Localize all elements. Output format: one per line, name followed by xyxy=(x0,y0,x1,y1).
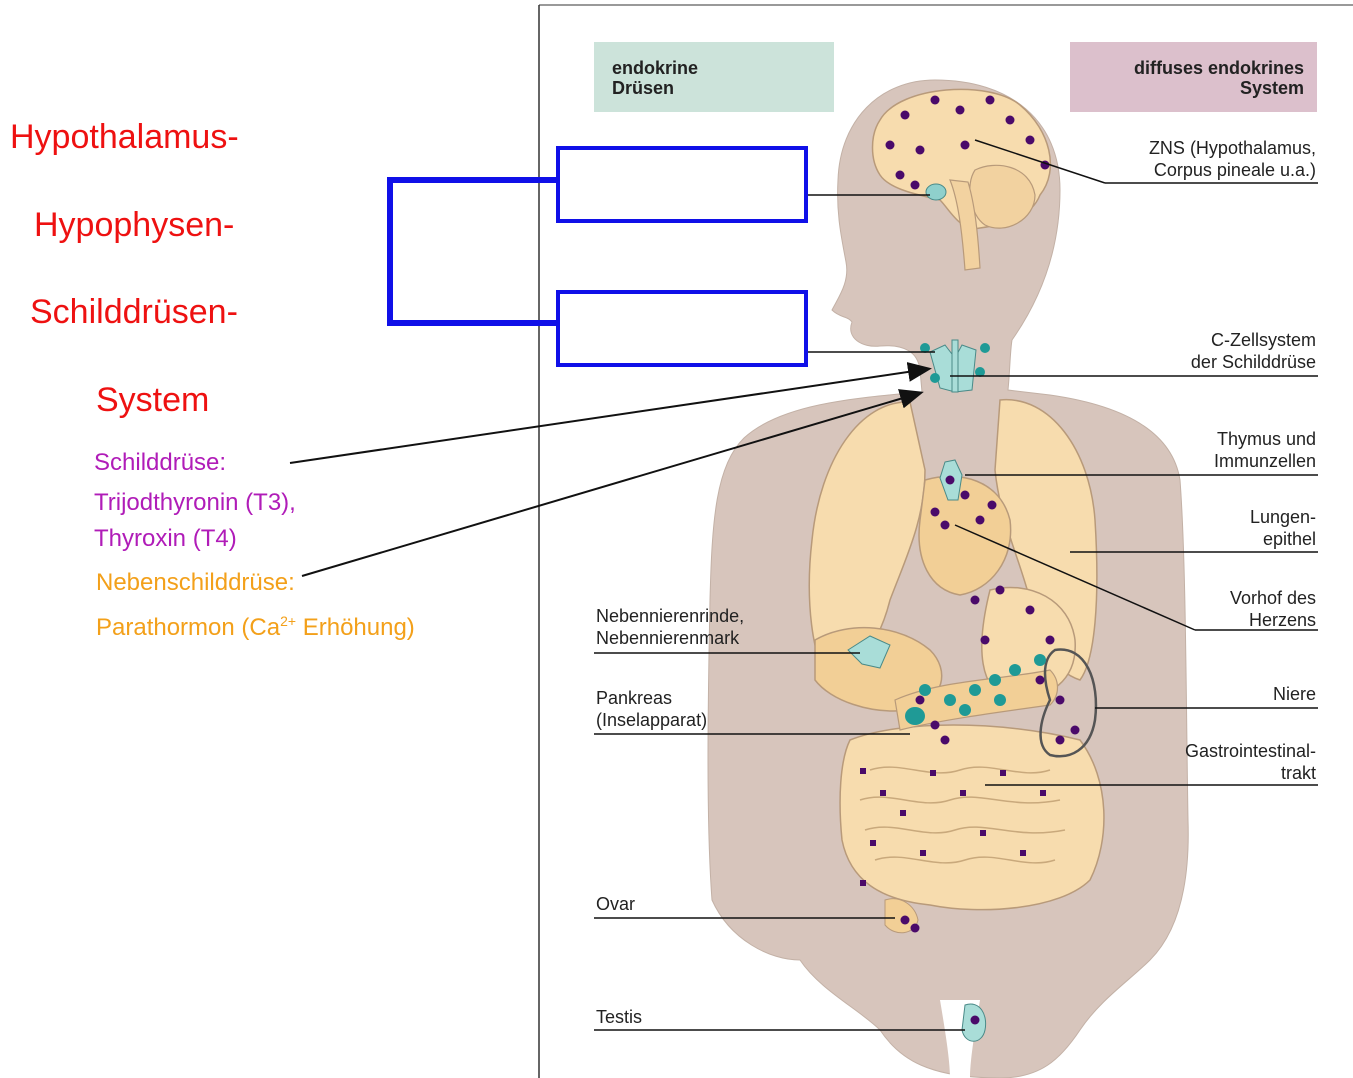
schilddruese-t4: Thyroxin (T4) xyxy=(94,522,237,556)
header-endocrine-line1: endokrine xyxy=(612,58,698,78)
label-lungenepithel-line1: Lungen- xyxy=(1060,506,1316,528)
label-nebenniere-line1: Nebennierenrinde, xyxy=(596,605,744,627)
label-lungenepithel-line2: epithel xyxy=(1060,528,1316,550)
label-zns-line2: Corpus pineale u.a.) xyxy=(1060,159,1316,181)
header-endocrine-text: endokrine Drüsen xyxy=(612,58,698,98)
label-vorhof-line1: Vorhof des xyxy=(1060,587,1316,609)
label-lungenepithel: Lungen- epithel xyxy=(1060,506,1316,550)
label-pankreas: Pankreas (Inselapparat) xyxy=(596,687,707,731)
label-nebenniere-line2: Nebennierenmark xyxy=(596,627,744,649)
label-gastrointestinal-line2: trakt xyxy=(1060,762,1316,784)
label-thymus-line1: Thymus und xyxy=(1060,428,1316,450)
label-thymus: Thymus und Immunzellen xyxy=(1060,428,1316,472)
label-nebenniere: Nebennierenrinde, Nebennierenmark xyxy=(596,605,744,649)
header-diffuse-text: diffuses endokrines System xyxy=(1076,58,1304,98)
title-hypothalamus: Hypothalamus- xyxy=(10,118,239,157)
blue-bracket xyxy=(390,180,558,323)
parathormon-line: Parathormon (Ca2+ Erhöhung) xyxy=(96,604,415,645)
label-thymus-line2: Immunzellen xyxy=(1060,450,1316,472)
calcium-superscript: 2+ xyxy=(280,613,296,629)
parathormon-suffix: Erhöhung) xyxy=(296,614,415,641)
header-diffuse-line2: System xyxy=(1076,78,1304,98)
label-zns-line1: ZNS (Hypothalamus, xyxy=(1060,137,1316,159)
pituitary-gland xyxy=(926,184,946,200)
label-c-zellsystem-line2: der Schilddrüse xyxy=(1060,351,1316,373)
label-c-zellsystem-line1: C-Zellsystem xyxy=(1060,329,1316,351)
label-gastrointestinal-line1: Gastrointestinal- xyxy=(1060,740,1316,762)
nebenschilddruese-label: Nebenschilddrüse: xyxy=(96,566,295,600)
blank-box-hypothalamus xyxy=(556,146,808,223)
title-system: System xyxy=(96,381,209,420)
header-diffuse-line1: diffuses endokrines xyxy=(1076,58,1304,78)
label-c-zellsystem: C-Zellsystem der Schilddrüse xyxy=(1060,329,1316,373)
schilddruese-t3: Trijodthyronin (T3), xyxy=(94,486,296,520)
label-niere: Niere xyxy=(1060,683,1316,705)
label-testis-line1: Testis xyxy=(596,1006,642,1028)
label-ovar: Ovar xyxy=(596,893,635,915)
blank-box-hypophyse xyxy=(556,290,808,367)
schilddruese-label: Schilddrüse: xyxy=(94,446,226,480)
title-hypophysen: Hypophysen- xyxy=(34,206,234,245)
label-zns: ZNS (Hypothalamus, Corpus pineale u.a.) xyxy=(1060,137,1316,181)
label-vorhof-line2: Herzens xyxy=(1060,609,1316,631)
parathormon-prefix: Parathormon (Ca xyxy=(96,614,280,641)
label-gastrointestinal: Gastrointestinal- trakt xyxy=(1060,740,1316,784)
label-pankreas-line1: Pankreas xyxy=(596,687,707,709)
label-testis: Testis xyxy=(596,1006,642,1028)
label-vorhof: Vorhof des Herzens xyxy=(1060,587,1316,631)
header-endocrine-line2: Drüsen xyxy=(612,78,698,98)
label-pankreas-line2: (Inselapparat) xyxy=(596,709,707,731)
label-niere-line1: Niere xyxy=(1060,683,1316,705)
label-ovar-line1: Ovar xyxy=(596,893,635,915)
title-schilddruesen: Schilddrüsen- xyxy=(30,293,238,332)
